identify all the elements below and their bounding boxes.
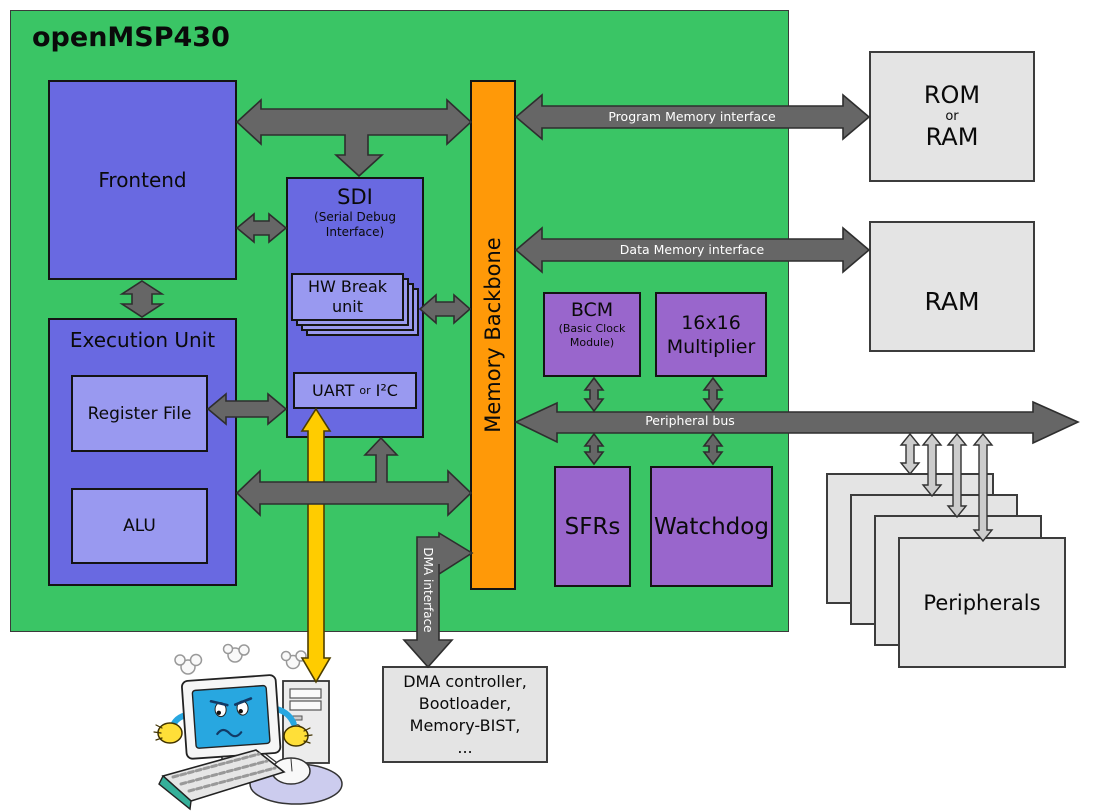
tower-case	[282, 680, 330, 764]
rom-ram-block: ROM or RAM	[869, 51, 1035, 182]
frontend-label: Frontend	[98, 168, 187, 192]
data-memory-interface-label: Data Memory interface	[619, 242, 765, 257]
peripheral-bus-label: Peripheral bus	[645, 413, 735, 428]
dma-line-4: ...	[457, 737, 473, 757]
sdi-subtitle-2: Interface)	[325, 225, 385, 239]
uart-i2c-block: UART or I²C	[293, 372, 417, 409]
steam-puffs	[174, 643, 307, 675]
uart-or-label: or	[359, 384, 371, 397]
memory-backbone-label: Memory Backbone	[481, 237, 505, 433]
keyboard	[158, 749, 286, 811]
register-file-label: Register File	[87, 403, 192, 424]
sfrs-label: SFRs	[564, 513, 621, 540]
bus-peripheral-arrow-1	[899, 432, 921, 476]
watchdog-label: Watchdog	[654, 513, 769, 540]
angry-face	[209, 697, 253, 738]
dma-line-2: Bootloader,	[418, 693, 512, 713]
ram-label: RAM	[924, 287, 980, 316]
frontend-block: Frontend	[48, 80, 237, 280]
register-file-block: Register File	[71, 375, 208, 452]
peripherals-label: Peripherals	[923, 590, 1041, 615]
rom-label: ROM	[923, 81, 981, 109]
mouse	[251, 743, 311, 785]
sfrs-block: SFRs	[554, 466, 631, 587]
bcm-title: BCM	[570, 299, 614, 321]
execution-unit-label: Execution Unit	[69, 328, 216, 352]
uart-label: UART	[312, 381, 355, 400]
peripherals-block: Peripherals	[898, 537, 1066, 668]
i2c-label: I²C	[375, 381, 398, 400]
memory-backbone-block: Memory Backbone	[470, 80, 516, 590]
dma-line-3: Memory-BIST,	[409, 715, 521, 735]
bcm-subtitle-1: (Basic Clock	[558, 322, 626, 335]
sdi-subtitle-1: (Serial Debug	[314, 210, 396, 224]
hands	[153, 722, 313, 747]
mouse-pad	[249, 763, 343, 805]
bcm-subtitle-2: Module)	[569, 336, 615, 349]
angry-computer-clipart	[153, 643, 343, 811]
dma-controller-block: DMA controller, Bootloader, Memory-BIST,…	[382, 666, 548, 763]
dma-interface-label: DMA interface	[421, 547, 435, 633]
program-memory-interface-label: Program Memory interface	[608, 109, 776, 124]
rom-ram-label: RAM	[925, 123, 979, 151]
alu-block: ALU	[71, 488, 208, 564]
ram-block: RAM	[869, 221, 1035, 352]
watchdog-block: Watchdog	[650, 466, 773, 587]
alu-label: ALU	[123, 516, 156, 536]
sdi-title: SDI	[337, 185, 373, 209]
monitor	[168, 674, 297, 777]
page-title: openMSP430	[32, 22, 230, 53]
rom-or-label: or	[945, 109, 959, 124]
dma-line-1: DMA controller,	[403, 671, 527, 691]
bcm-block: BCM (Basic Clock Module)	[543, 292, 641, 377]
